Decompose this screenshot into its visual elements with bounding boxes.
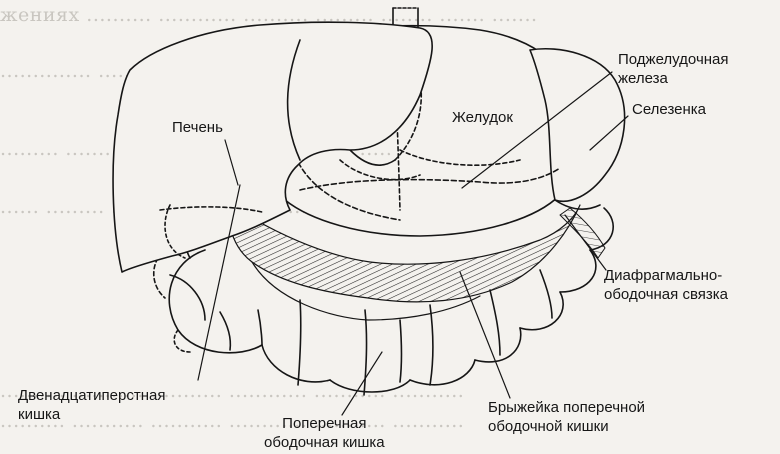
transverse-colon-leader — [342, 352, 382, 415]
label-transverse-colon: Поперечная ободочная кишка — [264, 414, 385, 452]
label-phrenicocolic-ligament: Диафрагмально- ободочная связка — [604, 266, 728, 304]
label-stomach: Желудок — [452, 108, 513, 127]
label-duodenum: Двенадцатиперстная кишка — [18, 386, 165, 424]
label-mesocolon: Брыжейка поперечной ободочной кишки — [488, 398, 645, 436]
label-liver: Печень — [172, 118, 223, 137]
label-spleen: Селезенка — [632, 100, 706, 119]
label-pancreas: Поджелудочная железа — [618, 50, 729, 88]
